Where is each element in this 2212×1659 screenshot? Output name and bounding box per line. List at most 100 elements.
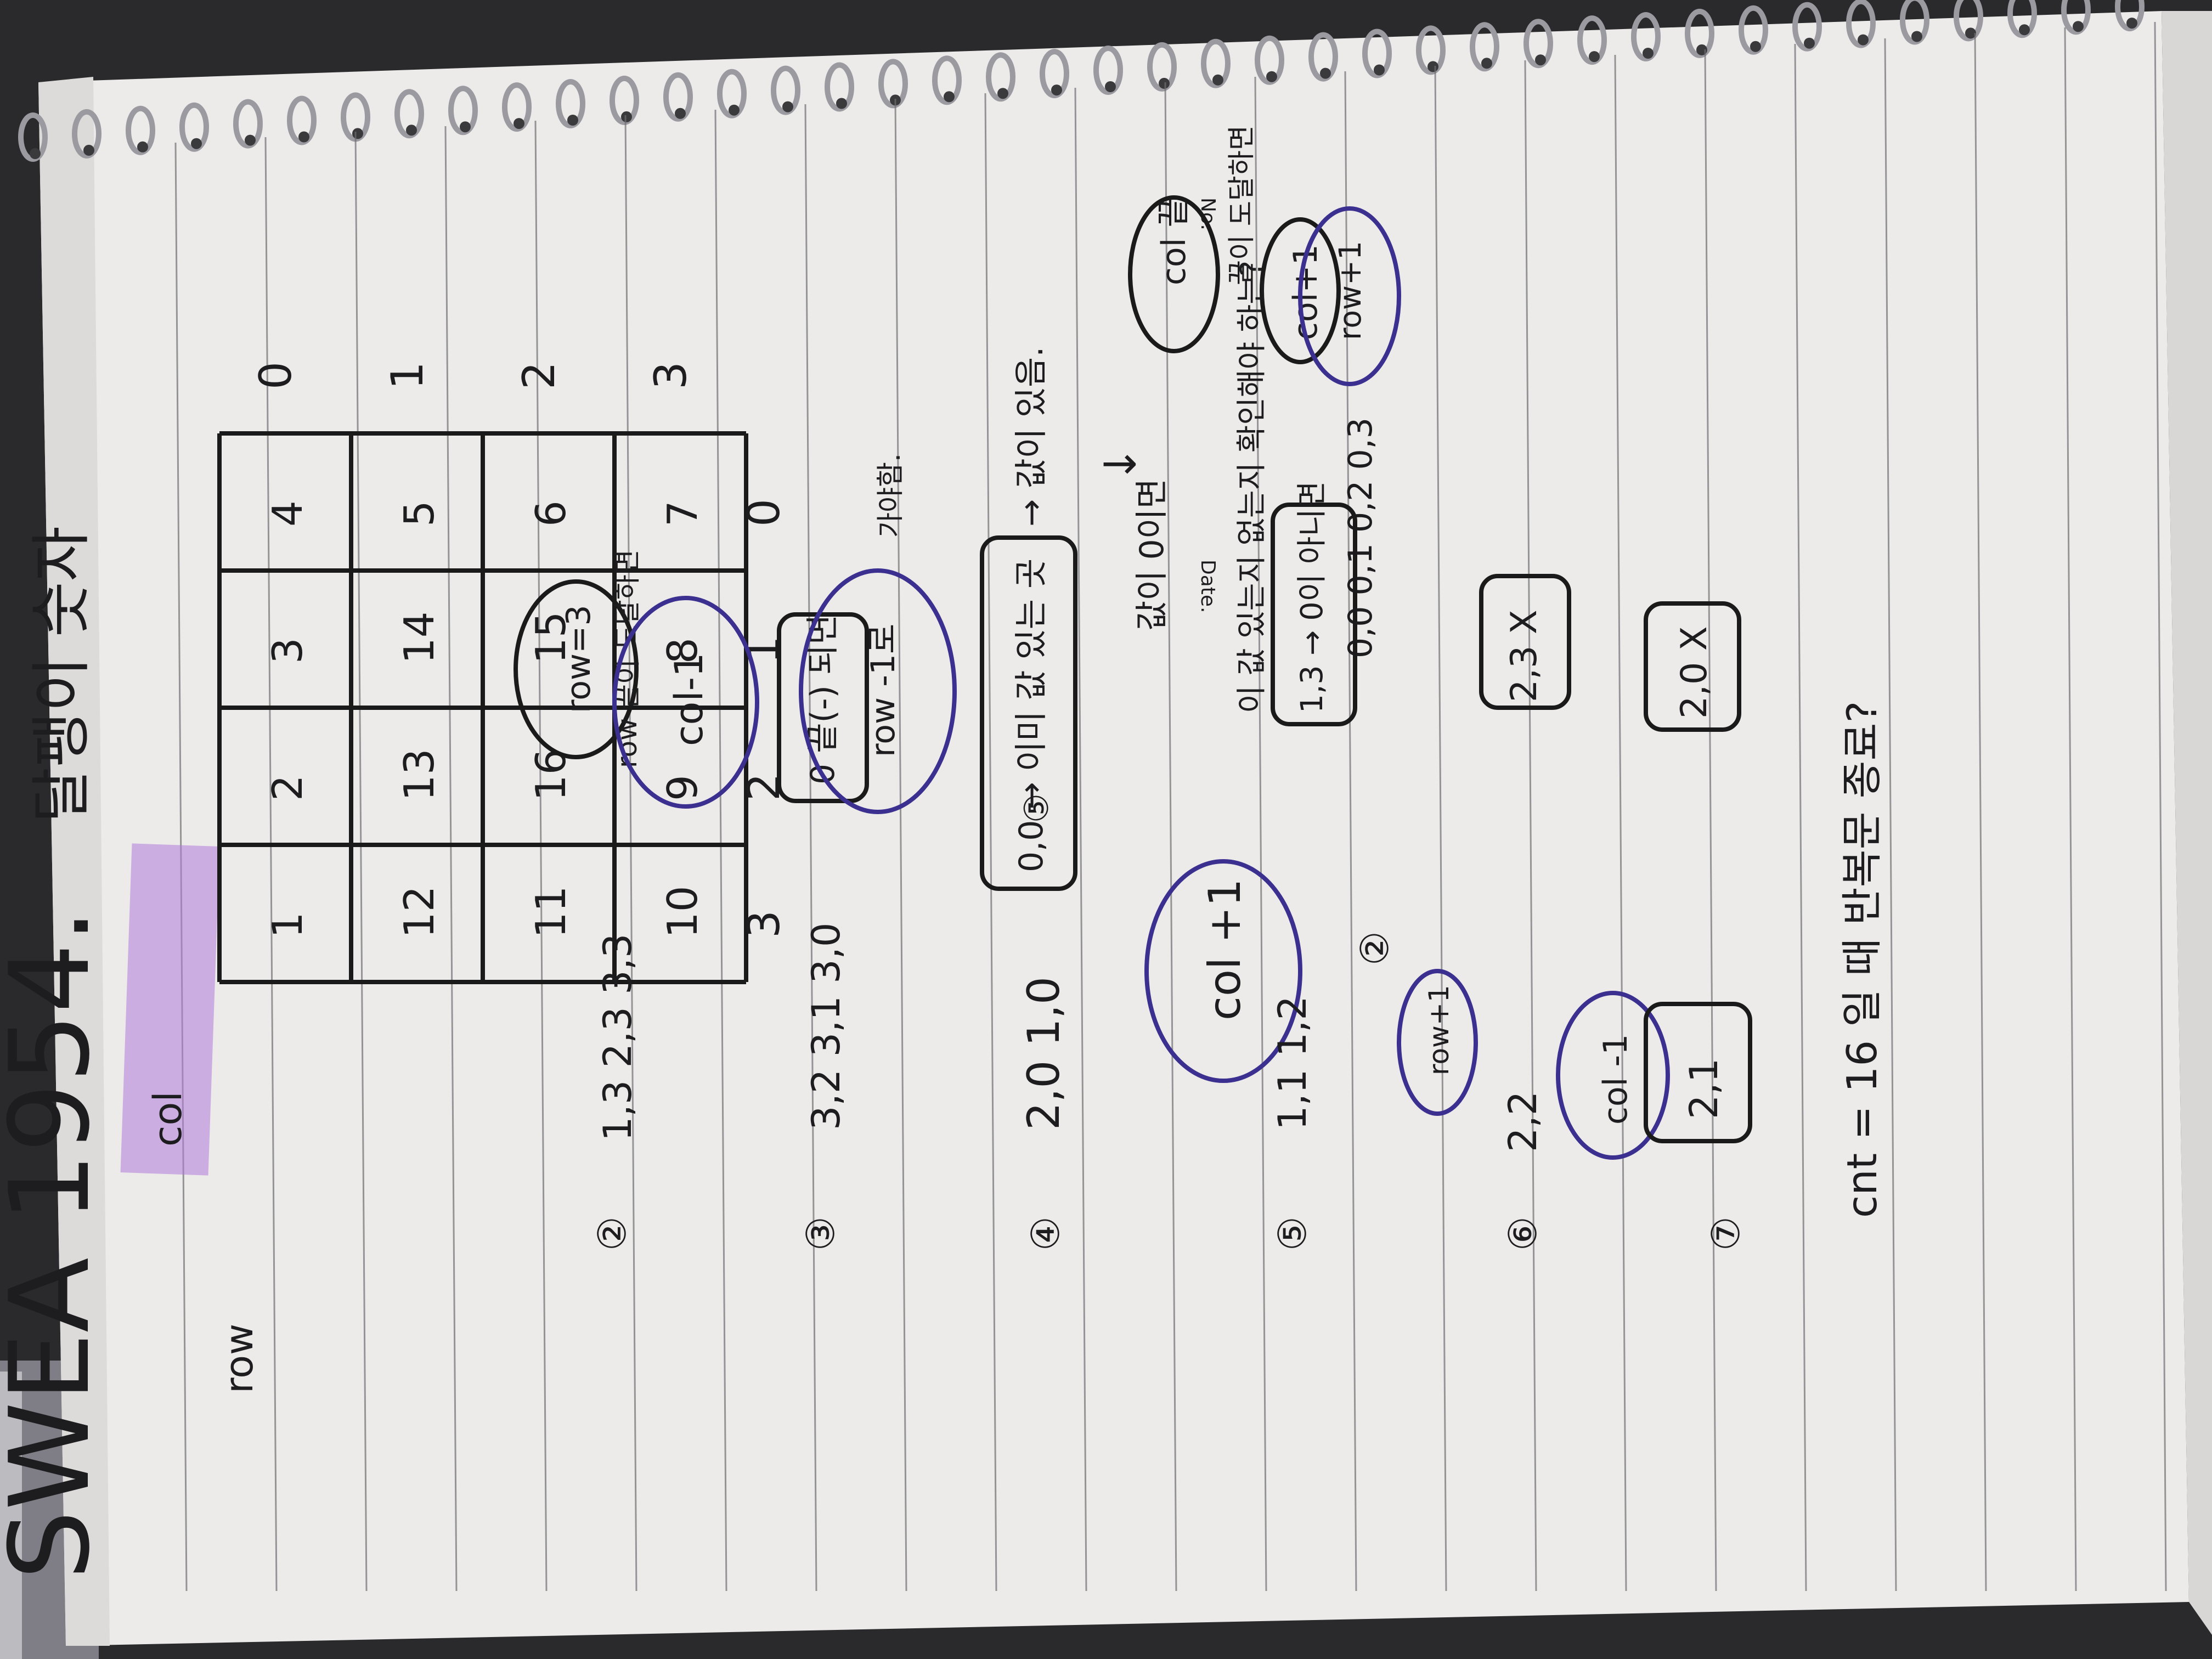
row3-changed: 가야함.: [874, 453, 906, 538]
spiral-ring: [556, 79, 585, 128]
spiral-ring: [1201, 38, 1231, 88]
row7-box-text: 2,0 X: [1674, 626, 1715, 719]
spiral-binding: [18, 0, 2145, 162]
row7-col-minus: col -1: [1596, 1034, 1635, 1125]
spiral-hole: [1427, 61, 1438, 72]
step-7: ⑦: [1703, 1216, 1748, 1251]
spiral-ring: [1631, 12, 1661, 61]
subtitle: 달팽이 숫자: [26, 526, 97, 823]
spiral-ring: [932, 55, 962, 105]
spiral-ring: [126, 105, 155, 155]
grid-cell: 6: [527, 500, 575, 527]
spiral-ring: [717, 69, 747, 119]
grid-cell: 7: [658, 500, 707, 527]
spiral-ring: [1900, 0, 1929, 45]
spiral-hole: [2019, 24, 2030, 36]
spiral-ring: [1739, 5, 1768, 55]
step-6: ⑥: [1500, 1216, 1545, 1251]
spiral-ring: [663, 72, 693, 122]
title: SWEA 1954.: [0, 909, 114, 1580]
rule-line: [1884, 38, 1897, 1592]
rule-line: [1974, 32, 1987, 1592]
spiral-ring: [1523, 19, 1553, 69]
spiral-hole: [298, 131, 309, 143]
spiral-hole: [30, 148, 41, 159]
row3-seq: 3,2 3,1 3,0: [804, 923, 849, 1130]
grid-row-index: 0: [738, 499, 789, 527]
rule-line: [1704, 49, 1717, 1592]
col-minus-circle: [612, 596, 759, 809]
row5-seq: 1,1 1,2: [1270, 996, 1315, 1130]
row-eq-circle: [514, 579, 639, 759]
spiral-ring: [610, 75, 639, 125]
spiral-hole: [1965, 27, 1976, 39]
spiral-hole: [997, 88, 1008, 99]
spiral-ring: [825, 62, 854, 112]
spiral-hole: [836, 98, 847, 109]
row4-tail: → 값이 있음.: [1012, 347, 1051, 527]
spiral-ring: [1362, 29, 1392, 78]
grid-cell: 12: [395, 886, 443, 938]
spiral-hole: [1911, 31, 1922, 42]
grid-row-index: 3: [738, 910, 789, 938]
spiral-ring: [18, 112, 48, 162]
grid-cell: 4: [263, 500, 312, 527]
row7-box: [1644, 601, 1741, 732]
rule-line: [624, 115, 637, 1592]
spiral-hole: [1804, 37, 1815, 49]
spiral-hole: [782, 101, 793, 112]
row6-row-plus: row+1: [1423, 985, 1455, 1075]
spiral-hole: [1750, 41, 1761, 52]
spiral-ring: [448, 86, 478, 136]
row6-box-text: 2,3 X: [1504, 610, 1545, 702]
row7-col-minus-circle: [1556, 991, 1670, 1160]
spiral-hole: [1320, 67, 1331, 79]
row3-row-minus: row -1로: [864, 624, 902, 757]
laptop-edge-highlight: [0, 1372, 22, 1659]
row5-box-text: 1,3 → 0이 아니면: [1294, 481, 1329, 713]
spiral-hole: [1212, 74, 1223, 86]
spiral-hole: [1051, 84, 1062, 96]
grid-cell: 13: [395, 749, 443, 801]
notebook-page: [38, 11, 2189, 1646]
ruled-lines: [174, 21, 2167, 1592]
grid-col-index: 3: [645, 362, 696, 390]
spiral-ring: [1308, 32, 1338, 82]
grid-cell: 1: [263, 912, 312, 938]
grid-cell: 14: [395, 612, 443, 664]
row5-col-plus-circle: [1144, 859, 1302, 1083]
spiral-hole: [191, 138, 202, 149]
spiral-hole: [729, 104, 740, 116]
spiral-ring: [1577, 15, 1607, 65]
spiral-hole: [514, 118, 524, 129]
spiral-ring: [2061, 0, 2091, 35]
spiral-hole: [83, 144, 94, 156]
grid-cell: 11: [527, 886, 575, 938]
row5-not-taken: 이 값 있는지 없는지 확인해야 하는?: [1234, 261, 1269, 713]
spiral-hole: [406, 125, 417, 136]
grid-cell: 10: [658, 886, 707, 938]
rule-line: [2154, 21, 2167, 1592]
spiral-ring: [72, 109, 101, 159]
rule-line: [894, 98, 907, 1592]
spiral-ring: [1685, 8, 1714, 58]
grid-cell: 15: [527, 612, 575, 664]
spiral-ring: [2115, 0, 2145, 32]
top-seq: 0,0 0,1 0,2 0,3: [1341, 417, 1380, 658]
grid-cell: 5: [395, 500, 443, 527]
col-end-note: col 끝: [1155, 197, 1193, 285]
spiral-hole: [460, 121, 471, 133]
grid-cell: 9: [658, 775, 707, 801]
spiral-ring: [1416, 25, 1446, 75]
spiral-ring: [1093, 46, 1123, 95]
grid-col-index: 2: [514, 362, 565, 390]
spiral-hole: [1105, 81, 1116, 92]
spiral-hole: [675, 108, 686, 119]
rule-line: [1344, 71, 1357, 1592]
row6-seq: 2,2: [1500, 1091, 1545, 1152]
row4-box-text: 0,0 → 이미 값 있는 곳: [1012, 558, 1051, 872]
spiral-hole: [2126, 18, 2137, 29]
spiral-hole: [1266, 71, 1277, 82]
spiral-ring: [2007, 0, 2037, 38]
